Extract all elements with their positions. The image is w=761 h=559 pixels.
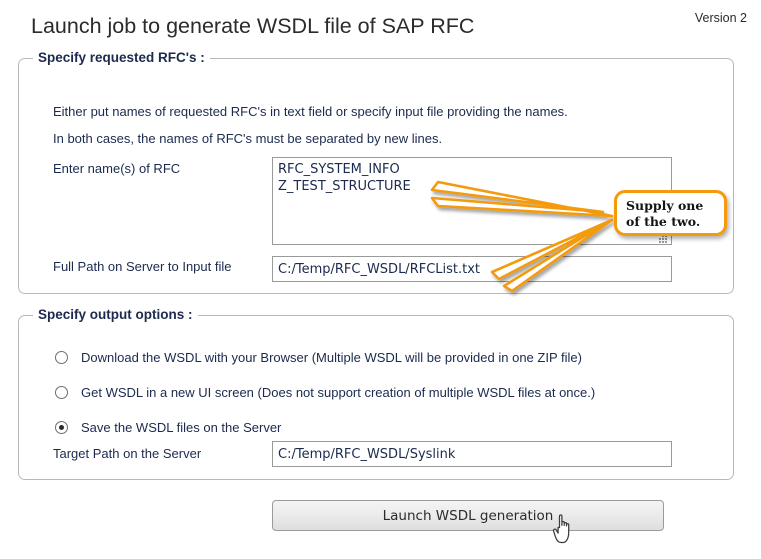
rfc-section-fieldset: Specify requested RFC's : — [18, 50, 734, 294]
version-label: Version 2 — [694, 11, 747, 25]
radio-button-save-on-server[interactable] — [55, 420, 68, 434]
radio-label-download-browser: Download the WSDL with your Browser (Mul… — [81, 349, 582, 365]
rfc-section-legend: Specify requested RFC's : — [33, 50, 210, 65]
radio-button-download-browser[interactable] — [55, 350, 68, 364]
radio-option-download-browser[interactable]: Download the WSDL with your Browser (Mul… — [55, 348, 582, 366]
target-path-label: Target Path on the Server — [53, 446, 202, 461]
output-section-legend: Specify output options : — [33, 307, 198, 322]
target-path-field[interactable] — [272, 441, 672, 467]
rfc-description-line-1: Either put names of requested RFC's in t… — [53, 104, 568, 119]
radio-label-new-ui-screen: Get WSDL in a new UI screen (Does not su… — [81, 384, 596, 400]
radio-button-new-ui-screen[interactable] — [55, 385, 68, 399]
rfc-names-textarea[interactable]: RFC_SYSTEM_INFO Z_TEST_STRUCTURE — [272, 157, 672, 245]
input-file-label: Full Path on Server to Input file — [53, 259, 232, 274]
radio-option-save-on-server[interactable]: Save the WSDL files on the Server — [55, 418, 281, 436]
output-section-fieldset: Specify output options : — [18, 307, 734, 480]
launch-wsdl-generation-button[interactable]: Launch WSDL generation — [272, 500, 664, 531]
input-file-field[interactable] — [272, 256, 672, 282]
callout-bubble: Supply one of the two. — [614, 190, 727, 236]
rfc-description-line-2: In both cases, the names of RFC's must b… — [53, 131, 443, 146]
radio-label-save-on-server: Save the WSDL files on the Server — [81, 419, 282, 435]
page-title: Launch job to generate WSDL file of SAP … — [31, 14, 475, 38]
rfc-names-label: Enter name(s) of RFC — [53, 161, 181, 176]
callout-text: Supply one of the two. — [626, 198, 704, 229]
radio-option-new-ui-screen[interactable]: Get WSDL in a new UI screen (Does not su… — [55, 383, 595, 401]
